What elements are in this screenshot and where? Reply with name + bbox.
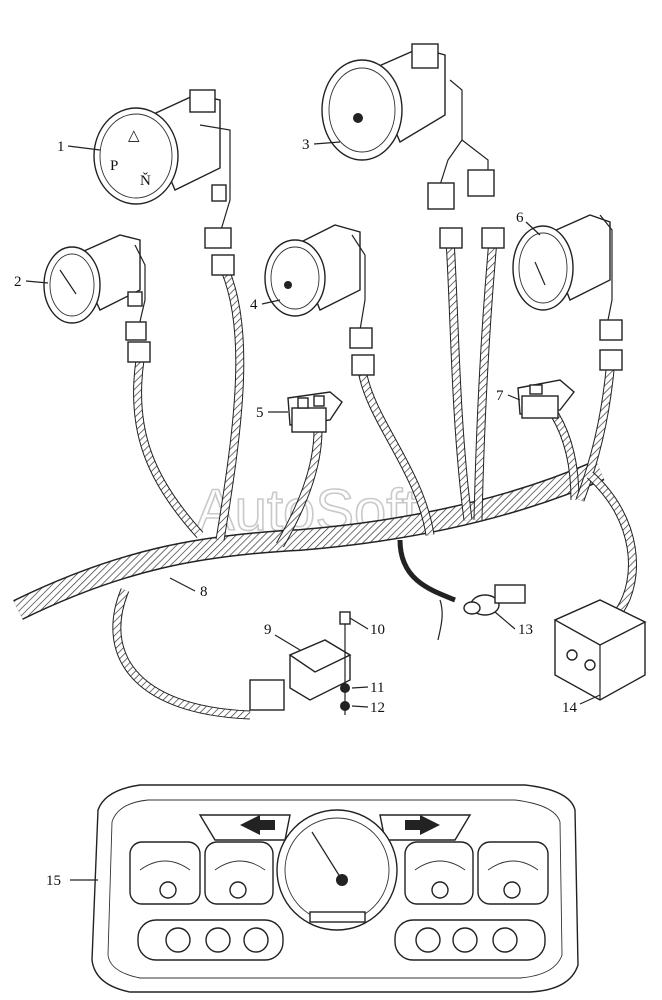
callout-6: 6 — [516, 210, 524, 226]
callout-11: 11 — [370, 680, 384, 696]
callout-4: 4 — [250, 297, 258, 313]
svg-text:P: P — [110, 158, 118, 174]
callout-15: 15 — [46, 873, 61, 889]
gauge-1-warning-lamps: △ P Ň — [93, 89, 235, 276]
relay-9-assembly — [249, 611, 352, 715]
callout-7: 7 — [496, 388, 504, 404]
unit-14 — [553, 599, 647, 701]
callout-12: 12 — [370, 700, 385, 716]
gauge-4 — [264, 224, 375, 376]
instrument-panel-15 — [91, 784, 579, 993]
callout-leaders — [25, 141, 601, 881]
switch-5 — [287, 391, 343, 433]
callout-2: 2 — [14, 274, 22, 290]
callout-5: 5 — [256, 405, 264, 421]
callout-1: 1 — [57, 139, 65, 155]
ignition-switch-13 — [463, 584, 526, 616]
svg-text:Ň: Ň — [140, 172, 151, 189]
gauge-6 — [512, 214, 623, 371]
gauge-2 — [43, 234, 151, 363]
switch-7 — [517, 379, 575, 419]
callout-10: 10 — [370, 622, 385, 638]
wire-harness-group — [13, 239, 637, 720]
callout-8: 8 — [200, 584, 208, 600]
svg-text:△: △ — [128, 128, 140, 144]
callout-14: 14 — [562, 700, 578, 716]
callout-9: 9 — [264, 622, 272, 638]
callout-3: 3 — [302, 137, 310, 153]
callout-13: 13 — [518, 622, 533, 638]
gauge-3 — [321, 43, 505, 249]
